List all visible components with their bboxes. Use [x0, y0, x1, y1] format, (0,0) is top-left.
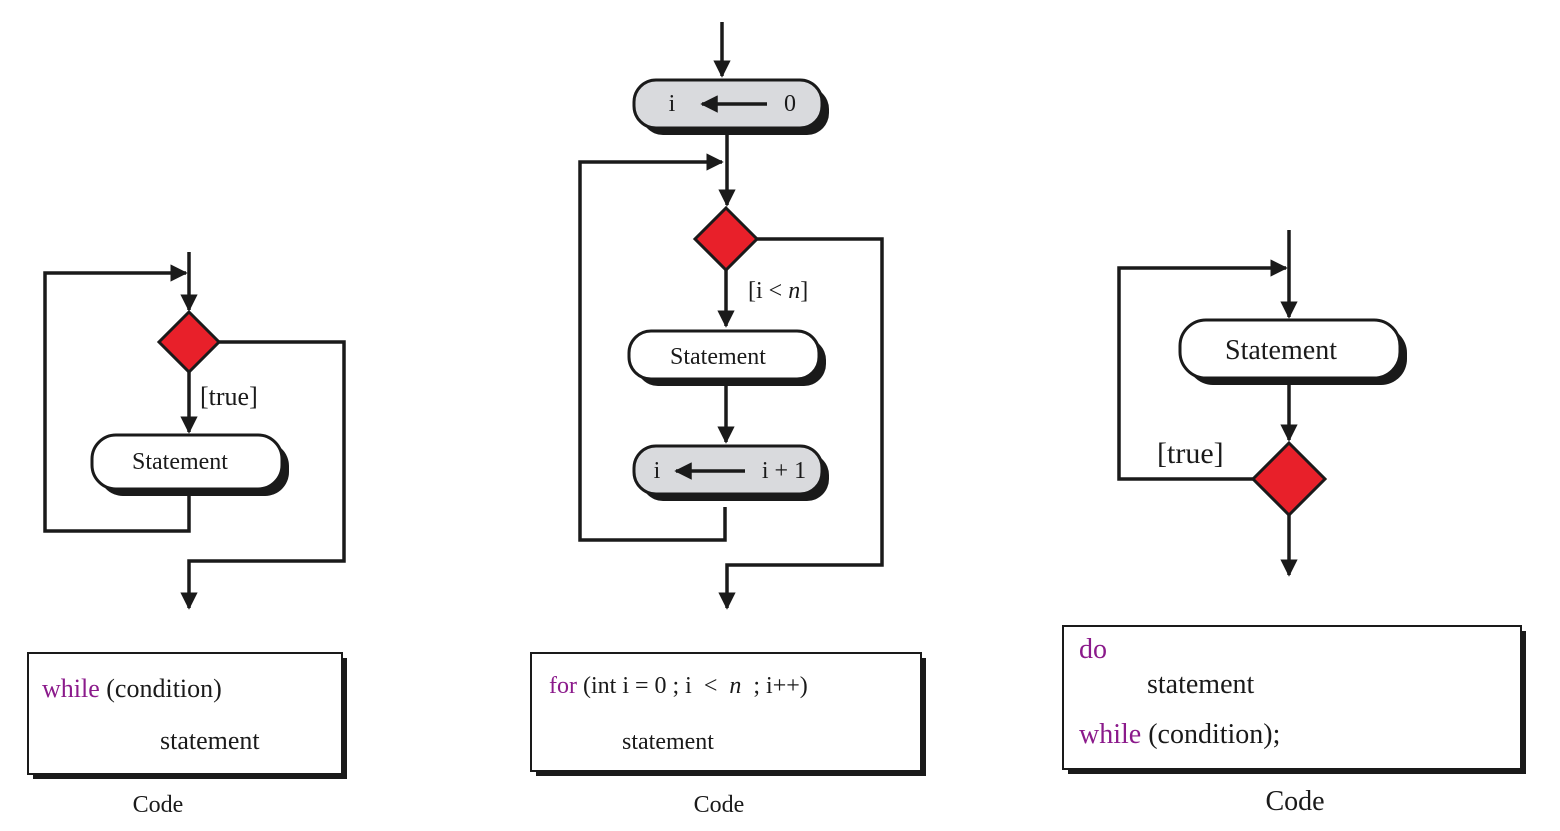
for-init-value: 0: [784, 91, 796, 117]
while-code-body: statement: [160, 726, 260, 755]
while-statement-label: Statement: [132, 449, 228, 475]
while-code-condition: (condition): [100, 674, 222, 703]
do-while-guard-label: [true]: [1157, 437, 1224, 470]
for-guard-open: [i <: [748, 278, 788, 304]
do-while-code-while-line: while (condition);: [1079, 719, 1280, 750]
do-while-loop-flowchart: Statement [true]: [1117, 230, 1407, 577]
for-loop-back-arrow: [578, 153, 727, 542]
do-while-code-condition: (condition);: [1141, 719, 1280, 750]
for-update-value: i + 1: [762, 458, 806, 484]
for-code-header-part1: (int i = 0 ; i <: [577, 673, 729, 699]
for-update-var: i: [654, 458, 661, 484]
for-statement-box: [627, 329, 821, 381]
for-code-panel: for (int i = 0 ; i < n ; i++) statement …: [530, 652, 926, 818]
for-caption: Code: [694, 792, 745, 818]
do-while-condition-diamond: [1250, 440, 1328, 518]
while-statement-box: [90, 433, 284, 491]
for-code-keyword: for: [549, 673, 577, 699]
do-while-code-panel: do statement while (condition); Code: [1062, 625, 1526, 817]
do-while-code-body: statement: [1147, 669, 1255, 700]
while-code-keyword: while: [42, 674, 100, 703]
while-caption: Code: [133, 792, 184, 818]
while-code-box: [27, 652, 343, 775]
for-guard-close: ]: [800, 278, 808, 304]
for-code-header-part2: ; i++): [741, 673, 807, 699]
do-while-code-keyword-while: while: [1079, 719, 1141, 750]
for-init-var: i: [669, 91, 676, 117]
for-guard-label: [i < n]: [748, 278, 808, 304]
do-while-statement-label: Statement: [1225, 335, 1337, 366]
do-while-code-do: do: [1079, 634, 1107, 665]
for-condition-diamond: [692, 205, 760, 273]
for-exit-arrow: [718, 237, 884, 610]
for-code-line1: for (int i = 0 ; i < n ; i++): [549, 673, 808, 699]
for-statement-label: Statement: [670, 344, 766, 370]
for-code-box: [530, 652, 922, 772]
while-code-panel: while (condition) statement Code: [27, 652, 347, 818]
while-code-line1: while (condition): [42, 674, 222, 703]
do-while-loop-back-arrow: [1117, 259, 1288, 481]
for-loop-flowchart: i 0 [i < n] Statement i i + 1: [578, 22, 884, 610]
for-code-body: statement: [622, 729, 714, 755]
while-guard-label: [true]: [200, 382, 258, 411]
do-while-statement-box: [1178, 318, 1402, 380]
for-guard-var: n: [788, 278, 800, 304]
while-loop-back-arrow: [43, 264, 191, 533]
for-code-header-var: n: [729, 673, 741, 699]
while-condition-diamond: [156, 309, 222, 375]
while-exit-arrow: [180, 340, 346, 610]
do-while-caption: Code: [1265, 786, 1324, 817]
while-loop-flowchart: Statement [true]: [43, 252, 346, 610]
do-while-code-box: [1062, 625, 1522, 770]
